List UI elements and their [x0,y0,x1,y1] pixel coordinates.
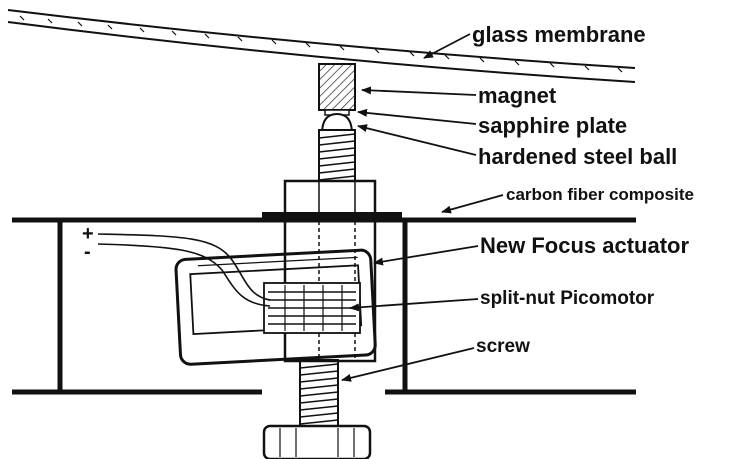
label-sapphire-plate: sapphire plate [478,113,627,138]
magnet [318,63,356,111]
electrical-leads [97,233,271,307]
label-hardened-steel-ball: hardened steel ball [478,144,677,169]
plus-sign: + [82,223,94,245]
label-carbon-fiber-composite: carbon fiber composite [506,185,694,204]
label-glass-membrane: glass membrane [472,22,646,47]
minus-sign: - [84,241,91,263]
screw-shaft [299,129,356,429]
label-split-nut-picomotor: split-nut Picomotor [480,288,655,309]
label-magnet: magnet [478,83,557,108]
label-new-focus-actuator: New Focus actuator [480,233,689,258]
leader-arrows [341,33,504,382]
split-nut-stack [263,282,361,334]
frame-supports [12,220,636,395]
screw-knob [262,424,372,459]
glass-membrane [7,9,636,83]
label-screw: screw [476,336,530,357]
